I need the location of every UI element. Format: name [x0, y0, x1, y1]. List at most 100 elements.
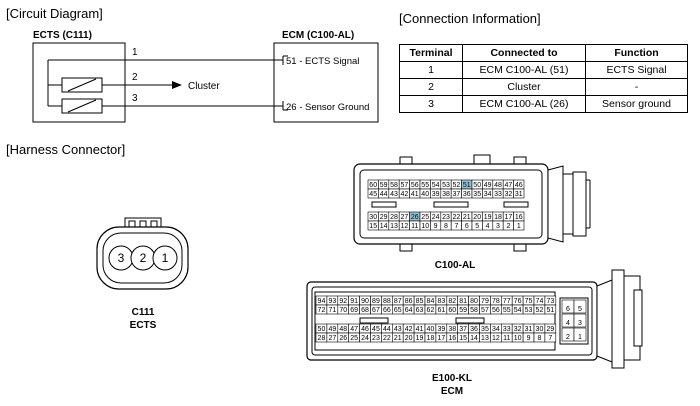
e100-pin-label: 24 — [361, 335, 369, 342]
e100-pin-label: 15 — [459, 335, 467, 342]
e100-pin-label: 70 — [339, 307, 347, 314]
e100-pin-label: 93 — [328, 298, 336, 305]
e100-pin-label: 79 — [481, 298, 489, 305]
c100-pin-label: 55 — [421, 182, 429, 189]
table-header-row: Terminal Connected to Function — [399, 44, 688, 62]
c100-key — [503, 201, 529, 208]
c100-pin-label: 17 — [505, 214, 513, 221]
c100-pin-label: 53 — [442, 182, 450, 189]
table-cell: Cluster — [462, 78, 586, 96]
c100-pin-label: 8 — [444, 223, 448, 230]
e100-housing-inner — [311, 286, 593, 356]
c100-pin-label: 40 — [421, 191, 429, 198]
c100-pin-label: 43 — [390, 191, 398, 198]
e100-small-pin-label: 4 — [566, 320, 570, 327]
e100-pin-label: 75 — [525, 298, 533, 305]
e100-pin-label: 39 — [437, 326, 445, 333]
c100-key — [371, 201, 397, 208]
c100-pin-label: 24 — [432, 214, 440, 221]
e100-key — [455, 317, 485, 324]
c100-pin-label: 29 — [380, 214, 388, 221]
e100-pin-label: 74 — [536, 298, 544, 305]
table-row: 2 Cluster - — [399, 78, 688, 96]
table-cell: - — [585, 78, 688, 96]
c100-pin-label: 20 — [473, 214, 481, 221]
e100-pin-label: 45 — [372, 326, 380, 333]
e100-pin-label: 8 — [537, 335, 541, 342]
c100-pin-label: 33 — [494, 191, 502, 198]
e100-pin-label: 88 — [383, 298, 391, 305]
c100-pin-label: 2 — [506, 223, 510, 230]
e100-pin-label: 78 — [492, 298, 500, 305]
e100-housing — [306, 281, 598, 361]
ecm-pin-26: 26 - Sensor Ground — [286, 102, 369, 113]
table-cell: ECM C100-AL (26) — [462, 95, 586, 113]
c100-pin-label: 27 — [401, 214, 409, 221]
header-function: Function — [585, 44, 688, 62]
e100-pin-label: 46 — [361, 326, 369, 333]
e100-pin-label: 17 — [437, 335, 445, 342]
c100-pin-label: 26 — [411, 214, 419, 221]
c100-pin-label: 52 — [453, 182, 461, 189]
e100-pin-label: 21 — [394, 335, 402, 342]
c100-key — [433, 201, 469, 208]
e100-pin-label: 80 — [470, 298, 478, 305]
table-cell: Sensor ground — [585, 95, 688, 113]
c100-pin-label: 19 — [484, 214, 492, 221]
c111-label: C111 — [132, 307, 155, 318]
e100-latch-detail — [624, 346, 641, 361]
e100-sub-label: ECM — [441, 386, 463, 397]
c100-pin-label: 39 — [432, 191, 440, 198]
c100-pin-label: 48 — [494, 182, 502, 189]
e100-pin-label: 55 — [503, 307, 511, 314]
c111-pin-circle — [152, 245, 178, 271]
wire-number: 1 — [132, 47, 138, 58]
c100-pin-label: 57 — [401, 182, 409, 189]
table-cell: 2 — [399, 78, 463, 96]
e100-pin-label: 56 — [492, 307, 500, 314]
c100-pin-label: 15 — [369, 223, 377, 230]
c100-pin-label: 7 — [454, 223, 458, 230]
c100-pin-label: 12 — [401, 223, 409, 230]
e100-pin-label: 13 — [481, 335, 489, 342]
e100-pin-label: 94 — [318, 298, 326, 305]
e100-pin-label: 43 — [394, 326, 402, 333]
c100-pin-label: 38 — [442, 191, 450, 198]
c100-latch — [572, 171, 587, 237]
e100-pin-label: 63 — [416, 307, 424, 314]
e100-pin-label: 83 — [437, 298, 445, 305]
ecm-box — [273, 42, 379, 123]
c100-pin-label: 13 — [390, 223, 398, 230]
e100-pin-label: 29 — [546, 326, 554, 333]
c100-pin-label: 47 — [505, 182, 513, 189]
e100-pin-label: 11 — [503, 335, 510, 342]
e100-pin-label: 76 — [514, 298, 522, 305]
e100-small-pin-label: 3 — [578, 320, 582, 327]
connection-info-title: [Connection Information] — [399, 11, 541, 26]
e100-small-pin-label: 6 — [566, 306, 570, 313]
thermistor-symbol — [67, 78, 97, 92]
e100-pin-label: 22 — [383, 335, 391, 342]
e100-small-pin-cell — [573, 299, 587, 314]
e100-pin-label: 84 — [427, 298, 435, 305]
table-row: 1 ECM C100-AL (51) ECTS Signal — [399, 61, 688, 79]
e100-pin-label: 59 — [459, 307, 467, 314]
e100-pin-label: 62 — [427, 307, 435, 314]
c100-pin-label: 18 — [494, 214, 502, 221]
c100-pin-label: 6 — [465, 223, 469, 230]
c100-pin-label: 3 — [496, 223, 500, 230]
c100-pin-label: 41 — [411, 191, 419, 198]
c100-pin-label: 60 — [369, 182, 377, 189]
c100-pin-label: 45 — [369, 191, 377, 198]
c100-pin-label: 14 — [380, 223, 388, 230]
e100-pin-label: 49 — [328, 326, 336, 333]
e100-pin-label: 30 — [536, 326, 544, 333]
c100-pin-label: 11 — [411, 223, 418, 230]
header-connected-to: Connected to — [462, 44, 586, 62]
table-cell: ECM C100-AL (51) — [462, 61, 586, 79]
e100-pin-label: 10 — [514, 335, 522, 342]
e100-pin-label: 34 — [492, 326, 500, 333]
